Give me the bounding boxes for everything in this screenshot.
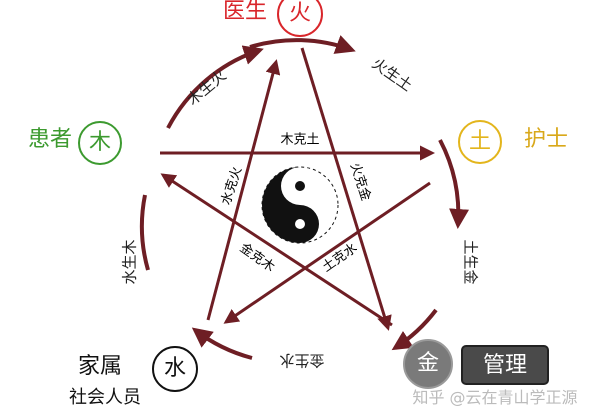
role-doctor: 医生 <box>222 0 268 24</box>
water-char: 水 <box>163 356 187 381</box>
wood-char: 木 <box>88 130 112 155</box>
label-metal-water: 金生水 <box>279 351 325 370</box>
metal-char: 金 <box>416 351 440 376</box>
arc-metal-water <box>391 308 438 351</box>
role-patient: 患者 <box>27 127 73 152</box>
node-earth <box>458 120 502 164</box>
line-water-fire <box>206 59 281 321</box>
role-family: 家属 <box>77 354 123 379</box>
line-fire-metal <box>300 47 392 331</box>
watermark: 知乎 @云在青山学正源 <box>412 388 578 407</box>
role-manage: 管理 <box>482 353 528 378</box>
node-water <box>152 346 198 392</box>
line-metal-wood <box>160 173 393 327</box>
generating-cycle <box>139 35 470 360</box>
label-wood-earth: 木克土 <box>280 132 320 148</box>
role-nurse: 护士 <box>523 127 569 152</box>
fire-char: 火 <box>288 1 312 26</box>
arc-wood-fire <box>166 45 264 129</box>
manage-box <box>461 345 549 385</box>
node-metal <box>403 339 453 389</box>
line-earth-water <box>223 181 431 324</box>
controlling-star <box>160 47 435 331</box>
node-fire <box>277 0 323 37</box>
node-wood <box>78 121 122 165</box>
label-earth-metal: 土生金 <box>461 239 480 285</box>
label-water-wood: 水生木 <box>120 239 139 285</box>
arc-water-wood <box>139 194 150 271</box>
yin-yang-icon <box>261 166 339 244</box>
arc-earth-metal <box>438 139 470 229</box>
arc-fire-earth <box>249 35 356 54</box>
role-society: 社会人员 <box>69 387 141 408</box>
arc-water-metal-left <box>191 327 253 360</box>
earth-char: 土 <box>468 129 492 154</box>
